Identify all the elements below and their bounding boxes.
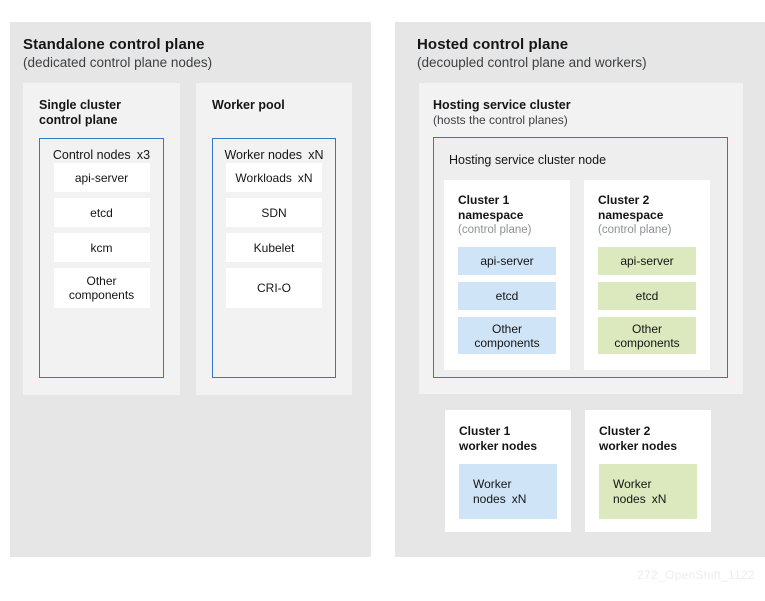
component-api-server: api-server: [53, 163, 150, 192]
worker-node-cards: Cluster 1 worker nodes Worker nodes xN C…: [445, 410, 711, 532]
hosted-control-plane-panel: Hosted control plane (decoupled control …: [395, 22, 765, 557]
cluster1-other-components: Other components: [458, 317, 556, 354]
cluster2-namespace-sub: (control plane): [598, 224, 672, 236]
component-kcm: kcm: [53, 233, 150, 262]
component-sdn: SDN: [226, 198, 322, 227]
cluster1-worker-nodes-box: Worker nodes xN: [459, 464, 557, 519]
standalone-control-plane-panel: Standalone control plane (dedicated cont…: [10, 22, 371, 557]
cluster1-worker-nodes-card: Cluster 1 worker nodes Worker nodes xN: [445, 410, 571, 532]
control-nodes-box: Control nodes x3 api-server etcd kcm Oth…: [39, 138, 164, 378]
standalone-title: Standalone control plane: [23, 36, 205, 53]
cluster1-worker-nodes-name: Cluster 1 worker nodes: [459, 424, 538, 453]
standalone-title-block: Standalone control plane (dedicated cont…: [23, 35, 212, 72]
cluster2-api-server: api-server: [598, 247, 696, 275]
cluster2-worker-nodes-name: Cluster 2 worker nodes: [599, 424, 678, 453]
cluster2-namespace-card: Cluster 2 namespace (control plane) api-…: [584, 180, 710, 370]
component-etcd: etcd: [53, 198, 150, 227]
hosting-service-cluster-heading: Hosting service cluster: [433, 98, 571, 112]
namespace-cards: Cluster 1 namespace (control plane) api-…: [444, 180, 727, 370]
cluster2-other-components: Other components: [598, 317, 696, 354]
standalone-columns: Single cluster control plane Control nod…: [23, 83, 352, 395]
cluster1-namespace-sub: (control plane): [458, 224, 532, 236]
cluster2-etcd: etcd: [598, 282, 696, 310]
single-cluster-control-plane-panel: Single cluster control plane Control nod…: [23, 83, 180, 395]
cluster2-worker-nodes-card: Cluster 2 worker nodes Worker nodes xN: [585, 410, 711, 532]
cluster1-namespace-card: Cluster 1 namespace (control plane) api-…: [444, 180, 570, 370]
hosting-service-cluster-node-label: Hosting service cluster node: [449, 153, 607, 167]
hosting-service-cluster-panel: Hosting service cluster (hosts the contr…: [419, 83, 743, 394]
component-crio: CRI-O: [226, 268, 322, 308]
control-nodes-label: Control nodes x3: [52, 148, 151, 162]
component-kubelet: Kubelet: [226, 233, 322, 262]
cluster2-worker-nodes-box: Worker nodes xN: [599, 464, 697, 519]
hosting-service-cluster-node-box: Hosting service cluster node Cluster 1 n…: [433, 137, 728, 378]
hosted-title: Hosted control plane: [417, 36, 569, 53]
worker-nodes-box: Worker nodes xN Workloads xN SDN Kubelet…: [212, 138, 336, 378]
cluster1-api-server: api-server: [458, 247, 556, 275]
worker-pool-heading: Worker pool: [212, 98, 285, 112]
diagram-watermark: 272_OpenShift_1122: [637, 568, 755, 582]
single-cluster-heading: Single cluster control plane: [39, 98, 121, 127]
cluster2-namespace-name: Cluster 2 namespace: [598, 193, 664, 222]
worker-pool-panel: Worker pool Worker nodes xN Workloads xN…: [196, 83, 352, 395]
component-other: Other components: [53, 268, 150, 308]
worker-nodes-label: Worker nodes xN: [224, 148, 324, 162]
standalone-subtitle: (dedicated control plane nodes): [23, 55, 213, 70]
hosted-subtitle: (decoupled control plane and workers): [417, 55, 647, 70]
cluster1-etcd: etcd: [458, 282, 556, 310]
component-workloads: Workloads xN: [226, 163, 322, 192]
hosted-title-block: Hosted control plane (decoupled control …: [417, 35, 647, 72]
hosting-service-cluster-subheading: (hosts the control planes): [433, 113, 568, 127]
cluster1-namespace-name: Cluster 1 namespace: [458, 193, 524, 222]
